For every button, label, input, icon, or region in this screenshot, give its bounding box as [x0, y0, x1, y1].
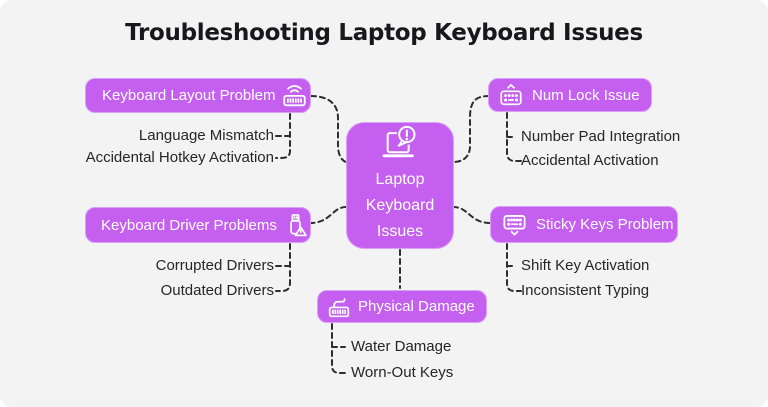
branch-node-sticky-keys-problem: Sticky Keys Problem — [490, 206, 678, 243]
center-node-laptop-keyboard-issues: Laptop Keyboard Issues — [346, 122, 454, 249]
branch-node-keyboard-layout-problem: Keyboard Layout Problem — [85, 78, 311, 113]
numlock-keyboard-icon — [498, 82, 524, 108]
connector-center-to-layout — [310, 95, 348, 163]
branch-node-physical-damage: Physical Damage — [317, 290, 487, 323]
branch-label: Keyboard Layout Problem — [102, 87, 276, 104]
subline-physical — [331, 323, 346, 374]
page-title: Troubleshooting Laptop Keyboard Issues — [125, 20, 643, 46]
center-label-line: Issues — [376, 222, 424, 240]
connector-center-to-driver — [309, 206, 347, 224]
connector-center-to-numlock — [452, 95, 490, 163]
subline-sticky — [506, 243, 522, 292]
branch-label: Num Lock Issue — [532, 86, 640, 104]
sub-item-inconsistent-typing: Inconsistent Typing — [521, 282, 650, 299]
branch-node-num-lock-issue: Num Lock Issue — [488, 78, 652, 112]
branch-label: Physical Damage — [358, 298, 475, 315]
sub-item-corrupted-drivers: Corrupted Drivers — [155, 257, 274, 274]
subline-numlock — [506, 112, 522, 162]
connector-center-to-sticky — [452, 206, 491, 224]
usb-warning-icon — [282, 212, 309, 239]
sub-item-water-damage: Water Damage — [351, 338, 452, 355]
subline-driver — [275, 243, 291, 292]
sub-item-language-mismatch: Language Mismatch — [138, 127, 274, 144]
cable-keyboard-icon — [326, 294, 352, 320]
sub-item-accidental-activation: Accidental Activation — [521, 152, 659, 169]
branch-node-keyboard-driver-problems: Keyboard Driver Problems — [85, 207, 311, 243]
center-label-line: Keyboard — [365, 196, 435, 214]
laptop-alert-icon — [378, 123, 422, 166]
sub-item-shift-key-activation: Shift Key Activation — [521, 257, 650, 274]
sub-item-number-pad-integration: Number Pad Integration — [521, 128, 681, 145]
sticky-keys-keyboard-icon — [501, 211, 528, 238]
sub-item-accidental-hotkey-activation: Accidental Hotkey Activation — [85, 149, 274, 166]
sub-item-worn-out-keys: Worn-Out Keys — [351, 364, 454, 381]
branch-label: Sticky Keys Problem — [536, 216, 674, 233]
sub-item-outdated-drivers: Outdated Drivers — [160, 282, 274, 299]
branch-label: Keyboard Driver Problems — [101, 216, 277, 234]
center-label-line: Laptop — [375, 170, 425, 188]
subline-layout — [275, 113, 291, 159]
wireless-keyboard-icon — [281, 82, 308, 109]
